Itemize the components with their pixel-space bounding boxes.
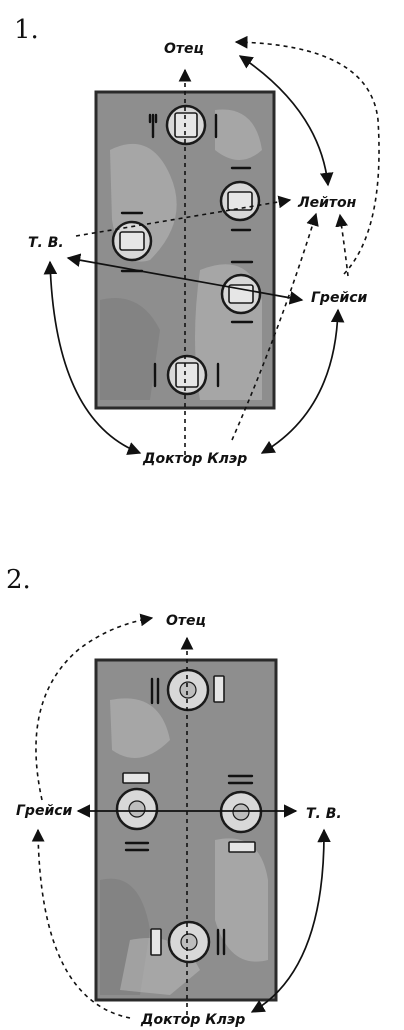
place-setting-father-2 — [150, 668, 225, 712]
label-doctor-1: Доктор Клэр — [142, 451, 247, 467]
label-doctor-2: Доктор Клэр — [140, 1012, 245, 1028]
diagram-1-number: 1. — [14, 15, 39, 45]
label-tv-1: Т. В. — [28, 235, 64, 251]
place-setting-leyton-1 — [219, 166, 261, 232]
diagram-2-number: 2. — [6, 565, 31, 595]
label-leyton-1: Лейтон — [297, 195, 357, 211]
label-father-1: Отец — [164, 41, 204, 57]
label-father-2: Отец — [166, 613, 206, 629]
label-gracie-1: Грейси — [311, 290, 368, 306]
diagram-2: 2. — [6, 565, 342, 1028]
label-gracie-2: Грейси — [16, 803, 73, 819]
place-setting-doctor-2 — [150, 920, 226, 964]
place-setting-father-1 — [148, 104, 218, 146]
diagram-1: 1. — [14, 15, 380, 467]
place-setting-doctor-1 — [153, 354, 220, 396]
relation-arrows-1 — [43, 35, 380, 455]
relation-arrows-2 — [31, 613, 331, 1019]
label-tv-2: Т. В. — [306, 806, 342, 822]
